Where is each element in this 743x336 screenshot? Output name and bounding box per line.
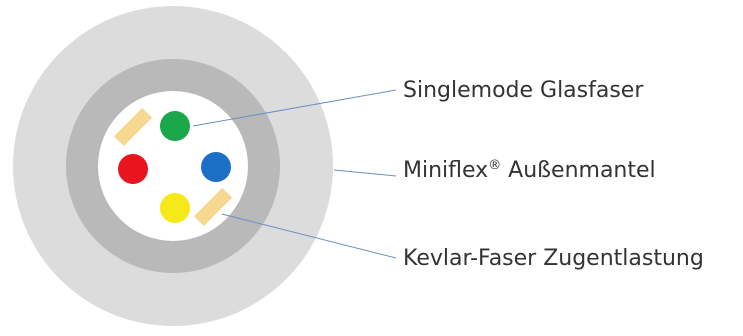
registered-mark: ®	[488, 158, 502, 173]
fiber-yellow	[160, 193, 190, 223]
fiber-green	[160, 111, 190, 141]
leader-line-mantel	[333, 169, 397, 177]
fiber-red	[118, 154, 148, 184]
kevlar-strand-bottom-right	[193, 187, 233, 227]
label-kevlar-strength-member: Kevlar-Faser Zugentlastung	[403, 248, 704, 270]
label-singlemode-fiber: Singlemode Glasfaser	[403, 80, 643, 102]
leader-line-kevlar	[221, 213, 397, 259]
kevlar-strand-top-left	[113, 107, 153, 147]
label-mantel-name: Miniflex	[403, 158, 489, 183]
label-mantel-rest: Außenmantel	[501, 158, 656, 183]
fiber-blue	[201, 152, 231, 182]
label-singlemode-text: Singlemode Glasfaser	[403, 78, 644, 103]
label-outer-jacket: Miniflex® Außenmantel	[403, 158, 656, 183]
leader-line-singlemode	[192, 89, 397, 127]
label-kevlar-text: Kevlar-Faser Zugentlastung	[403, 246, 704, 271]
